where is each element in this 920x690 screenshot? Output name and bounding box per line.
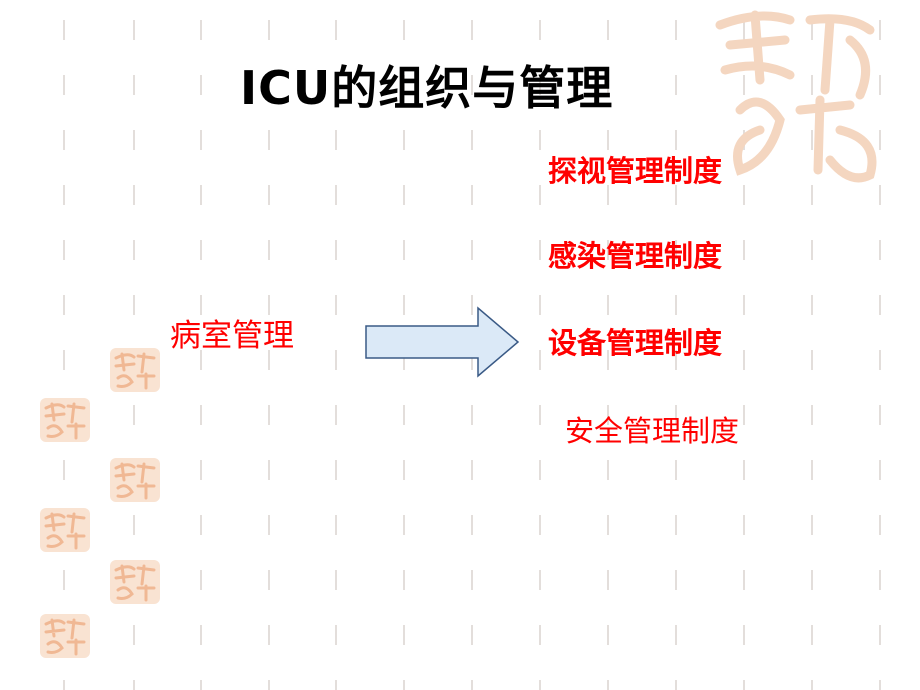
room-management-label: 病室管理 — [170, 318, 294, 354]
calligraphy-watermark-icon — [715, 10, 877, 183]
seal-stamp-icon — [40, 398, 90, 442]
seal-stamp-icon — [40, 508, 90, 552]
right-arrow-icon — [365, 306, 520, 378]
rule-visiting: 探视管理制度 — [548, 154, 723, 188]
rule-safety: 安全管理制度 — [565, 414, 740, 448]
seal-stamp-icon — [110, 560, 160, 604]
seal-stamp-icon — [40, 614, 90, 658]
seal-stamp-icon — [110, 348, 160, 392]
rule-equipment: 设备管理制度 — [548, 326, 723, 360]
slide-title: ICU的组织与管理 — [240, 61, 614, 115]
rule-infection: 感染管理制度 — [548, 239, 723, 273]
seal-stamp-icon — [110, 458, 160, 502]
